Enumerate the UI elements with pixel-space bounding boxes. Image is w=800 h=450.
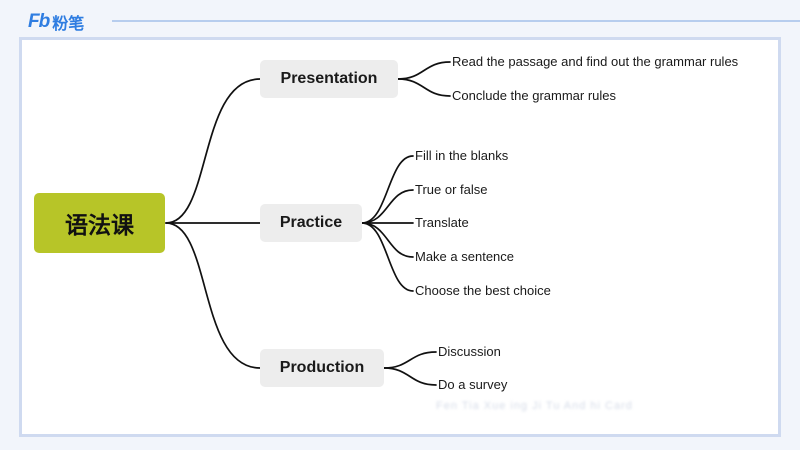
brand-logo: Fb 粉笔: [28, 10, 84, 34]
logo-mark: Fb: [28, 11, 50, 32]
connector-practice-leaf-1: [361, 155, 414, 224]
leaf-make-sentence: Make a sentence: [415, 249, 515, 264]
leaf-read-passage: Read the passage and find out the gramma…: [452, 54, 739, 69]
stage-node-production: Production: [260, 349, 384, 387]
watermark-text: Fen Tia Xue ing Ji Tu And hi Card: [436, 400, 633, 412]
connector-presentation-leaf-1: [397, 61, 451, 80]
leaf-survey: Do a survey: [438, 377, 508, 392]
connector-production-leaf-1: [383, 351, 437, 369]
connector-root-presentation: [165, 78, 261, 224]
root-node: 语法课: [34, 193, 165, 253]
connector-practice-leaf-5: [361, 222, 414, 292]
leaf-true-false: True or false: [415, 182, 488, 197]
connector-root-production: [165, 222, 261, 369]
connector-production-leaf-2: [383, 367, 437, 386]
stage-node-practice: Practice: [260, 204, 362, 242]
leaf-fill-blanks: Fill in the blanks: [415, 148, 509, 163]
logo-text: 粉笔: [52, 16, 85, 33]
stage-node-presentation: Presentation: [260, 60, 398, 98]
connector-practice-leaf-2: [361, 189, 414, 224]
leaf-translate: Translate: [415, 215, 469, 230]
leaf-best-choice: Choose the best choice: [415, 283, 551, 298]
leaf-conclude-rules: Conclude the grammar rules: [452, 88, 617, 103]
header-divider: [112, 20, 800, 22]
leaf-discussion: Discussion: [438, 344, 501, 359]
connector-presentation-leaf-2: [397, 78, 451, 97]
connector-practice-leaf-4: [361, 222, 414, 258]
